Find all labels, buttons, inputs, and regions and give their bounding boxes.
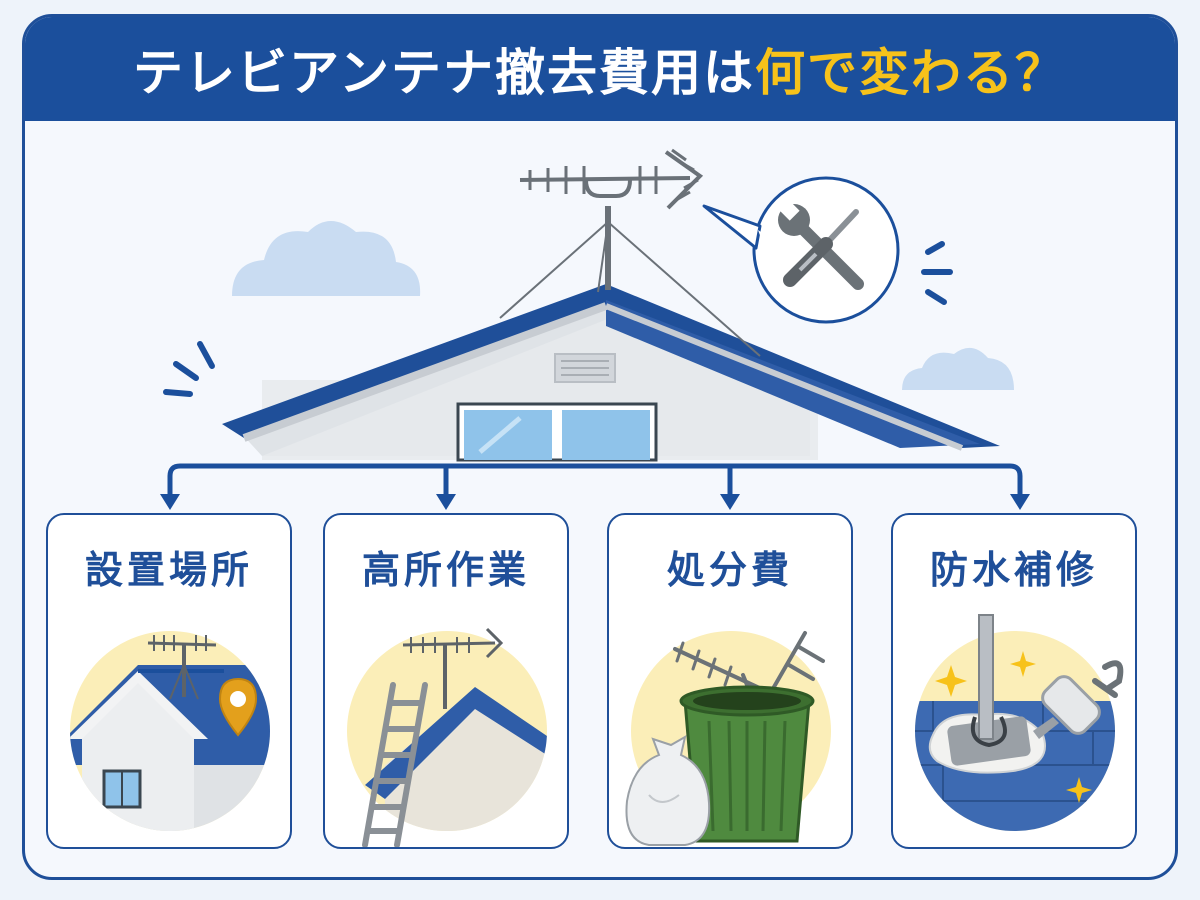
card-title: 設置場所 (84, 548, 253, 592)
antenna-icon (402, 627, 504, 709)
connector-lines (167, 463, 1023, 498)
map-pin-icon (218, 677, 258, 737)
screwdriver-icon (783, 209, 859, 287)
trash-bin-icon (679, 685, 815, 843)
ladder-icon (362, 682, 428, 847)
emphasis-lines-icon (921, 241, 953, 305)
card-installation-location: 設置場所 (46, 513, 292, 849)
antenna-icon (147, 635, 217, 700)
garbage-bag-icon (625, 735, 711, 846)
card-high-altitude-work: 高所作業 (323, 513, 569, 849)
header-banner: テレビアンテナ撤去費用は何で変わる？ (25, 17, 1175, 121)
card-title: 処分費 (666, 548, 793, 592)
page-title: テレビアンテナ撤去費用は何で変わる？ (133, 33, 1067, 105)
emphasis-lines-icon (163, 341, 215, 397)
waterproof-repair-illustration (915, 614, 1124, 831)
card-disposal-fee: 処分費 (607, 513, 853, 849)
card-waterproof-repair: 防水補修 (891, 513, 1137, 849)
arrow-down-icon (160, 494, 180, 510)
cloud-icon (232, 221, 421, 296)
antenna-icon (499, 148, 761, 357)
disposal-fee-illustration (625, 631, 831, 846)
high-altitude-work-illustration (347, 627, 547, 847)
card-title: 高所作業 (361, 548, 530, 592)
title-main: テレビアンテナ撤去費用は (133, 44, 755, 102)
sparkle-icon (935, 651, 1092, 803)
title-highlight: 何で変わる？ (755, 44, 1067, 102)
wrench-icon (778, 199, 864, 290)
house (222, 284, 1000, 462)
antenna-pole-icon (970, 614, 1007, 748)
card-title: 防水補修 (929, 548, 1098, 592)
arrow-down-icon (720, 494, 740, 510)
cloud-icon (902, 347, 1014, 390)
arrow-down-icon (436, 494, 456, 510)
caulking-gun-icon (1033, 660, 1124, 739)
tools-bubble (702, 176, 900, 324)
installation-location-illustration (70, 631, 270, 831)
arrow-down-icon (1010, 494, 1030, 510)
